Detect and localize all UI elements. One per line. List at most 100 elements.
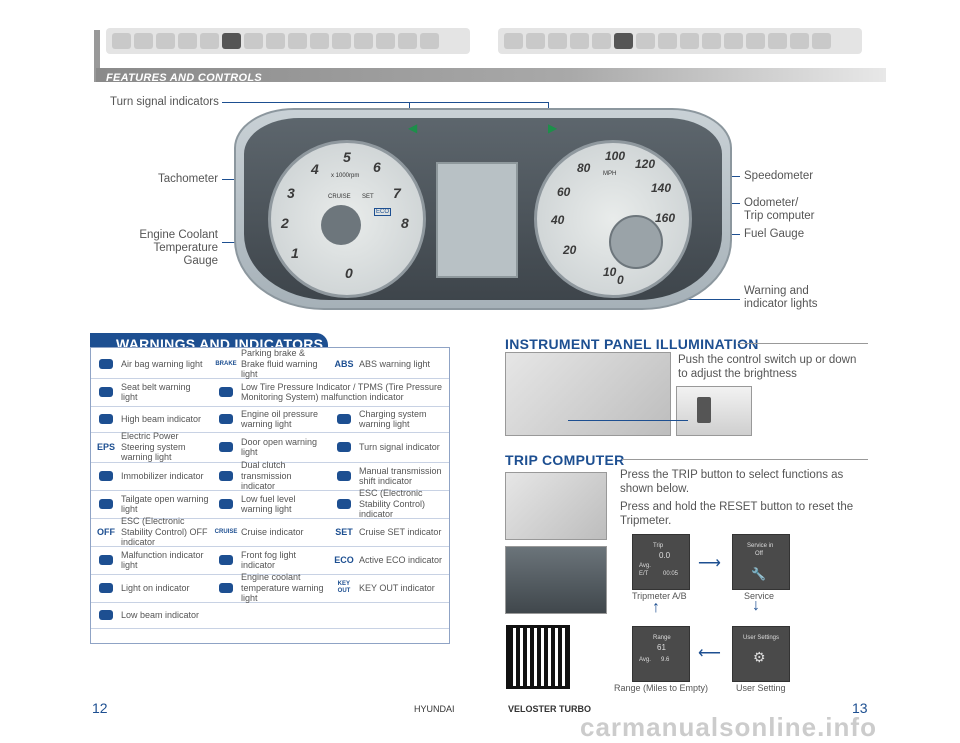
callout-odometer: Odometer/ Trip computer — [744, 197, 815, 222]
warnings-label: Cruise indicator — [241, 526, 304, 537]
lcd-text: 00:05 — [663, 571, 679, 577]
tab-icon[interactable] — [112, 33, 131, 49]
section-rule — [622, 459, 868, 460]
tab-icon[interactable] — [332, 33, 351, 49]
tab-strip-left — [106, 28, 470, 54]
tach-number: 6 — [373, 159, 381, 175]
warnings-label: Seat belt warning light — [121, 381, 191, 403]
warnings-label: Malfunction indicator light — [121, 549, 204, 571]
warnings-label: ESC (Electronic Stability Control) indic… — [359, 488, 426, 520]
tab-icon[interactable] — [398, 33, 417, 49]
warnings-cell: Tailgate open warning light — [95, 490, 209, 518]
arrow-up-icon: ↑ — [652, 599, 660, 616]
tab-icon[interactable] — [526, 33, 545, 49]
section-header: FEATURES AND CONTROLS — [96, 68, 886, 84]
warnings-label: Manual transmission shift indicator — [359, 465, 442, 487]
warnings-label: Front fog light indicator — [241, 549, 297, 571]
eco-icon: ECO — [334, 554, 354, 565]
warnings-cell: Air bag warning light — [95, 350, 209, 378]
warnings-label: Tailgate open warning light — [121, 493, 209, 515]
tab-icon[interactable] — [658, 33, 677, 49]
tab-icon[interactable] — [354, 33, 373, 49]
tab-icon-active[interactable] — [222, 33, 241, 49]
tab-icon[interactable] — [746, 33, 765, 49]
lcd-text: 0.0 — [659, 551, 671, 560]
tab-icon[interactable] — [504, 33, 523, 49]
tab-icon[interactable] — [288, 33, 307, 49]
range-caption: Range (Miles to Empty) — [614, 683, 709, 693]
oil-icon — [215, 410, 237, 428]
tripmeter-screen: Trip 0.0 Avg. E/T 00:05 — [632, 534, 690, 590]
tab-icon[interactable] — [376, 33, 395, 49]
tab-icon[interactable] — [134, 33, 153, 49]
tab-icon[interactable] — [548, 33, 567, 49]
warnings-cell: Dual clutch transmission indicator — [215, 460, 327, 492]
warnings-cell: Charging system warning light — [333, 406, 447, 432]
warnings-row: Seat belt warning light Low Tire Pressure… — [91, 378, 449, 407]
tab-icon[interactable] — [702, 33, 721, 49]
tab-icon[interactable] — [724, 33, 743, 49]
warnings-cell: ESC (Electronic Stability Control) indic… — [333, 488, 447, 520]
tab-icon[interactable] — [200, 33, 219, 49]
warnings-cell: Turn signal indicator — [333, 432, 447, 462]
speed-unit: MPH — [603, 171, 617, 177]
warnings-label: Low beam indicator — [121, 609, 200, 620]
range-screen: Range 61 Avg. 9.6 — [632, 626, 690, 682]
set-icon: SET — [335, 526, 353, 537]
arrow-left-icon: ⟵ — [698, 645, 721, 662]
tab-icon[interactable] — [244, 33, 263, 49]
qr-code[interactable] — [506, 625, 570, 689]
warnings-label: Charging system warning light — [359, 408, 427, 430]
warnings-label: Dual clutch transmission indicator — [241, 460, 292, 492]
tab-icon-active[interactable] — [614, 33, 633, 49]
warnings-cell: Front fog light indicator — [215, 546, 327, 574]
battery-icon — [333, 410, 355, 428]
warnings-label: Low Tire Pressure Indicator / TPMS (Tire… — [241, 381, 443, 403]
warnings-label: Turn signal indicator — [359, 441, 440, 452]
tab-icon[interactable] — [310, 33, 329, 49]
page-number-left: 12 — [92, 700, 108, 716]
tab-icon[interactable] — [156, 33, 175, 49]
warnings-cell: Malfunction indicator light — [95, 546, 209, 574]
watermark: carmanualsonline.info — [580, 712, 877, 742]
speed-number: 160 — [655, 211, 676, 225]
cruise-icon: CRUISE — [214, 528, 238, 535]
warnings-row: Low beam indicator — [91, 602, 449, 629]
tab-icon[interactable] — [266, 33, 285, 49]
esc-icon — [333, 495, 355, 513]
tab-icon[interactable] — [420, 33, 439, 49]
gear-icon: ⚙ — [753, 649, 766, 665]
speedometer-dial: 10 20 40 60 80 100 120 140 160 0 MPH — [534, 140, 692, 298]
door-icon — [215, 438, 237, 456]
coolant-icon — [215, 579, 237, 597]
tab-icon[interactable] — [570, 33, 589, 49]
tripmeter-caption: Tripmeter A/B — [632, 591, 687, 601]
warnings-cell: Engine coolant temperature warning light — [215, 572, 327, 603]
tab-icon[interactable] — [680, 33, 699, 49]
fog-icon — [215, 551, 237, 569]
shift-icon — [333, 467, 355, 485]
tab-icon[interactable] — [636, 33, 655, 49]
tab-icon[interactable] — [812, 33, 831, 49]
speed-number: 120 — [635, 157, 656, 171]
lcd-text: Trip — [653, 543, 664, 549]
warnings-cell: Door open warning light — [215, 432, 327, 462]
tab-icon[interactable] — [790, 33, 809, 49]
tach-number: 0 — [345, 265, 353, 281]
warnings-label: Air bag warning light — [121, 358, 203, 369]
tab-icon[interactable] — [768, 33, 787, 49]
instrument-cluster: 1 2 3 4 5 6 7 8 0 x 1000rpm 10 20 40 60 … — [234, 108, 732, 310]
esc-off-icon: OFF — [97, 526, 115, 537]
tab-icon[interactable] — [178, 33, 197, 49]
tab-icon[interactable] — [592, 33, 611, 49]
tach-unit: x 1000rpm — [331, 173, 360, 179]
warnings-cell: Low Tire Pressure Indicator / TPMS (Tire… — [215, 378, 447, 406]
warnings-cell: High beam indicator — [95, 406, 209, 432]
warnings-label: Low fuel level warning light — [241, 493, 296, 515]
warnings-label: High beam indicator — [121, 413, 202, 424]
